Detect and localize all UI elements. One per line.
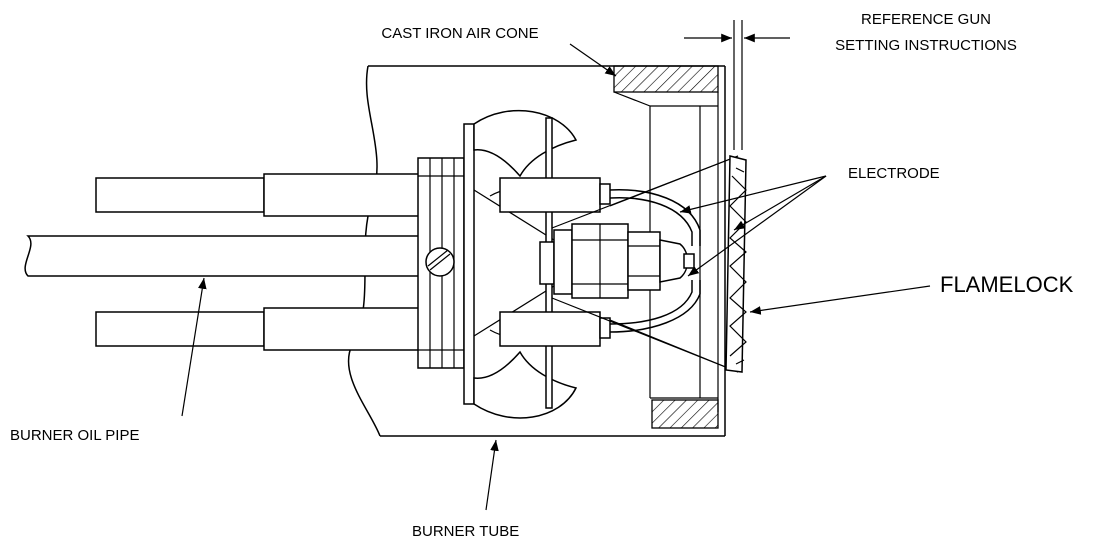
label-cast-iron-air-cone: CAST IRON AIR CONE [381,25,538,42]
electrode-insulator-lower [499,311,611,347]
label-reference-gun: REFERENCE GUN [861,11,991,28]
set-screw [425,247,455,277]
label-burner-oil-pipe: BURNER OIL PIPE [10,427,139,444]
label-setting-instructions: SETTING INSTRUCTIONS [835,37,1017,54]
electrode-insulator-upper [499,177,611,213]
electrode-rod-lower [95,307,425,351]
burner-oil-pipe [24,235,425,277]
electrode-rod-upper [95,173,425,217]
reference-dimension [684,20,790,150]
label-flamelock: FLAMELOCK [940,272,1074,297]
label-electrode: ELECTRODE [848,165,940,182]
electrode-wires [609,189,701,333]
cast-iron-air-cone [613,65,719,429]
flamelock [551,155,747,373]
label-burner-tube: BURNER TUBE [412,523,519,540]
oil-nozzle [659,239,695,283]
leader-lines [181,43,931,511]
nozzle-adapter [539,223,661,299]
